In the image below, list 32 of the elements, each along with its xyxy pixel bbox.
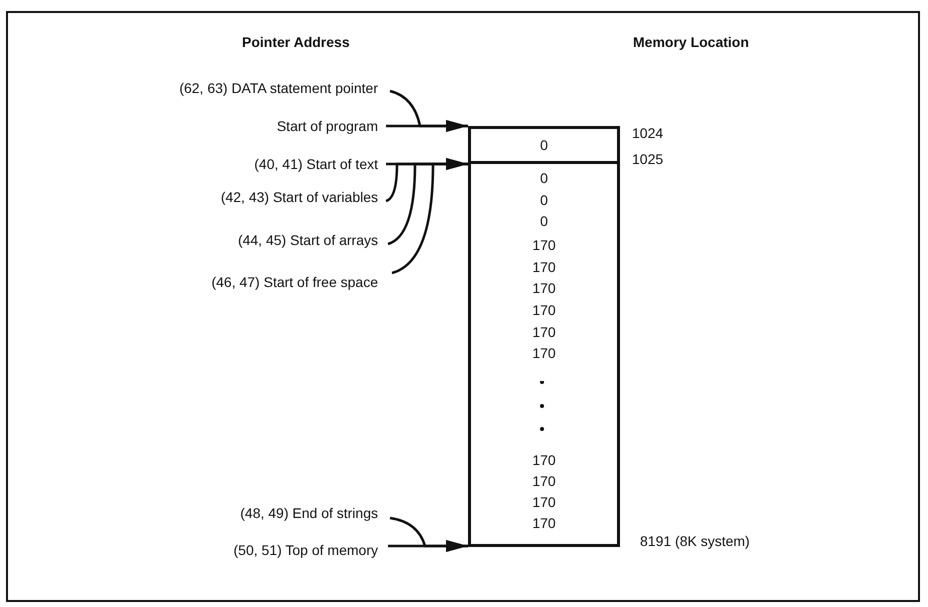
address-label: 1025 <box>632 150 664 168</box>
memory-value: 0 <box>539 191 549 209</box>
memory-value: 170 <box>531 514 557 532</box>
pointer-label: (46, 47) Start of free space <box>211 273 378 291</box>
memory-value: 170 <box>531 258 557 276</box>
memory-value: 170 <box>531 344 557 362</box>
pointer-label: (40, 41) Start of text <box>254 155 378 173</box>
arrow <box>388 540 468 552</box>
memory-value: 170 <box>531 236 557 254</box>
column-heading: Pointer Address <box>242 33 350 51</box>
memory-value: 170 <box>531 451 557 469</box>
address-label: 8191 (8K system) <box>640 532 750 550</box>
memory-value: 0 <box>539 212 549 230</box>
arrow <box>392 158 468 274</box>
arrow <box>386 120 468 132</box>
memory-value: 170 <box>531 323 557 341</box>
pointer-label: (48, 49) End of strings <box>240 504 378 522</box>
address-label: 1024 <box>632 124 664 142</box>
column-heading: Memory Location <box>633 33 749 51</box>
pointer-label: Start of program <box>276 117 378 135</box>
memory-value: 0 <box>539 169 549 187</box>
pointer-label: (44, 45) Start of arrays <box>238 231 378 249</box>
pointer-label: (42, 43) Start of variables <box>220 188 378 206</box>
memory-value: 170 <box>531 301 557 319</box>
memory-value: 0 <box>539 136 549 154</box>
pointer-label: (62, 63) DATA statement pointer <box>179 79 378 97</box>
memory-cell <box>468 126 620 164</box>
memory-value: 170 <box>531 279 557 297</box>
memory-block <box>468 163 620 547</box>
pointer-label: (50, 51) Top of memory <box>234 541 378 559</box>
memory-value: 170 <box>531 472 557 490</box>
memory-value: 170 <box>531 493 557 511</box>
